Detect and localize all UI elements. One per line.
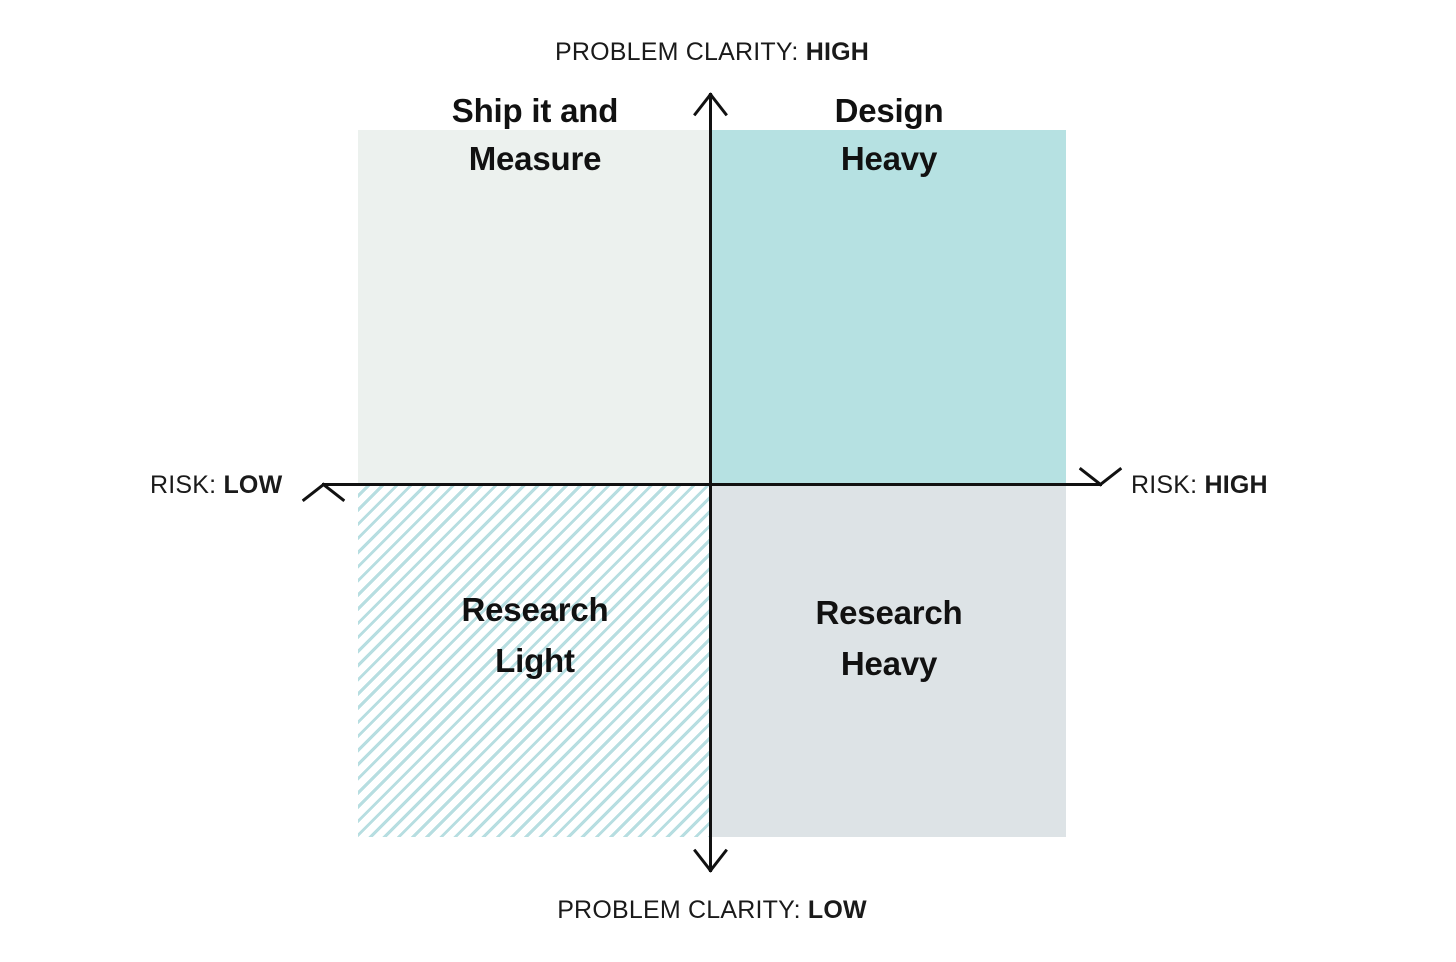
axis-label-problem-clarity-low: PROBLEM CLARITY: LOW — [0, 896, 1424, 925]
quadrant-bottom-left: Research Light — [358, 484, 712, 837]
axis-label-risk-low: RISK: LOW — [150, 471, 282, 500]
quadrant-top-right: Design Heavy — [712, 92, 1066, 484]
axis-label-right-prefix: RISK: — [1131, 471, 1205, 499]
quadrant-bottom-right: Research Heavy — [712, 484, 1066, 837]
axis-label-top-prefix: PROBLEM CLARITY: — [554, 38, 806, 66]
vertical-axis-line — [709, 93, 712, 872]
quadrant-bottom-right-label: Research Heavy — [815, 594, 963, 682]
axis-label-bottom-value: LOW — [807, 896, 867, 924]
quadrant-top-left: Ship it and Measure — [358, 92, 712, 484]
quadrant-top-right-label: Design Heavy — [834, 91, 944, 178]
quadrant-top-left-label: Ship it and Measure — [451, 91, 619, 178]
axis-label-left-value: LOW — [223, 471, 283, 499]
quadrant-bottom-left-label: Research Light — [461, 591, 609, 679]
axis-label-risk-high: RISK: HIGH — [1131, 471, 1268, 500]
axis-label-left-prefix: RISK: — [150, 471, 224, 499]
horizontal-axis-line — [322, 483, 1102, 486]
axis-label-bottom-prefix: PROBLEM CLARITY: — [557, 896, 808, 924]
axis-label-right-value: HIGH — [1204, 471, 1268, 499]
axis-label-problem-clarity-high: PROBLEM CLARITY: HIGH — [0, 38, 1424, 67]
axis-label-top-value: HIGH — [805, 38, 869, 66]
